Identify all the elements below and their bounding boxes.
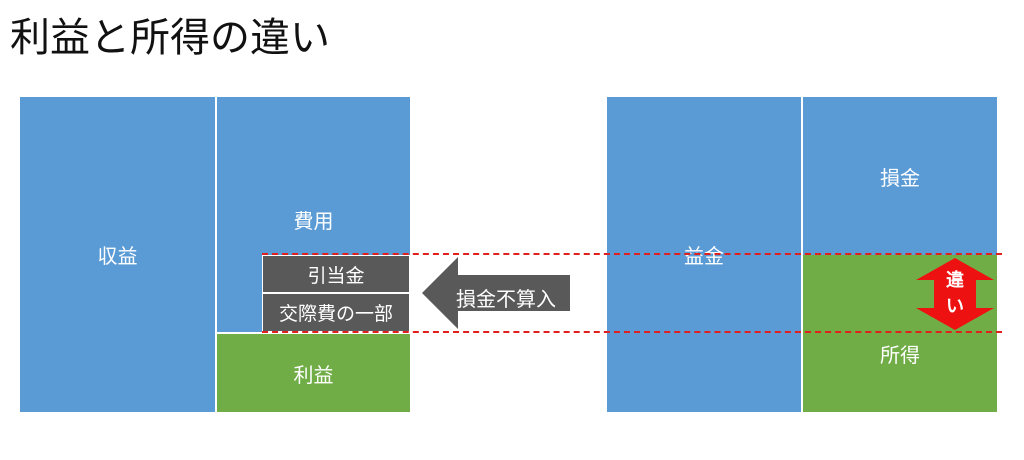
- profit-block: 利益: [217, 334, 410, 412]
- adjustment-item-entertainment: 交際費の一部: [262, 293, 410, 332]
- left-divider: [215, 97, 217, 412]
- loss-label: 損金: [880, 165, 920, 190]
- double-arrow-icon: [916, 258, 994, 330]
- gain-label: 益金: [684, 244, 724, 268]
- adjustment-item-allowance: 引当金: [262, 255, 410, 293]
- revenue-block: 収益: [20, 97, 215, 412]
- loss-block: 損金: [803, 97, 997, 255]
- lower-dashed-line: [262, 331, 1002, 333]
- arrow-label: 損金不算入: [456, 287, 556, 311]
- left-arrow-icon: [422, 257, 570, 329]
- profit-label: 利益: [293, 362, 334, 387]
- expense-label: 費用: [293, 209, 334, 233]
- upper-dashed-line: [262, 253, 1002, 255]
- revenue-label: 収益: [97, 244, 138, 268]
- page-title: 利益と所得の違い: [10, 15, 330, 61]
- income-label: 所得: [880, 343, 920, 367]
- difference-label: 違い: [946, 270, 964, 317]
